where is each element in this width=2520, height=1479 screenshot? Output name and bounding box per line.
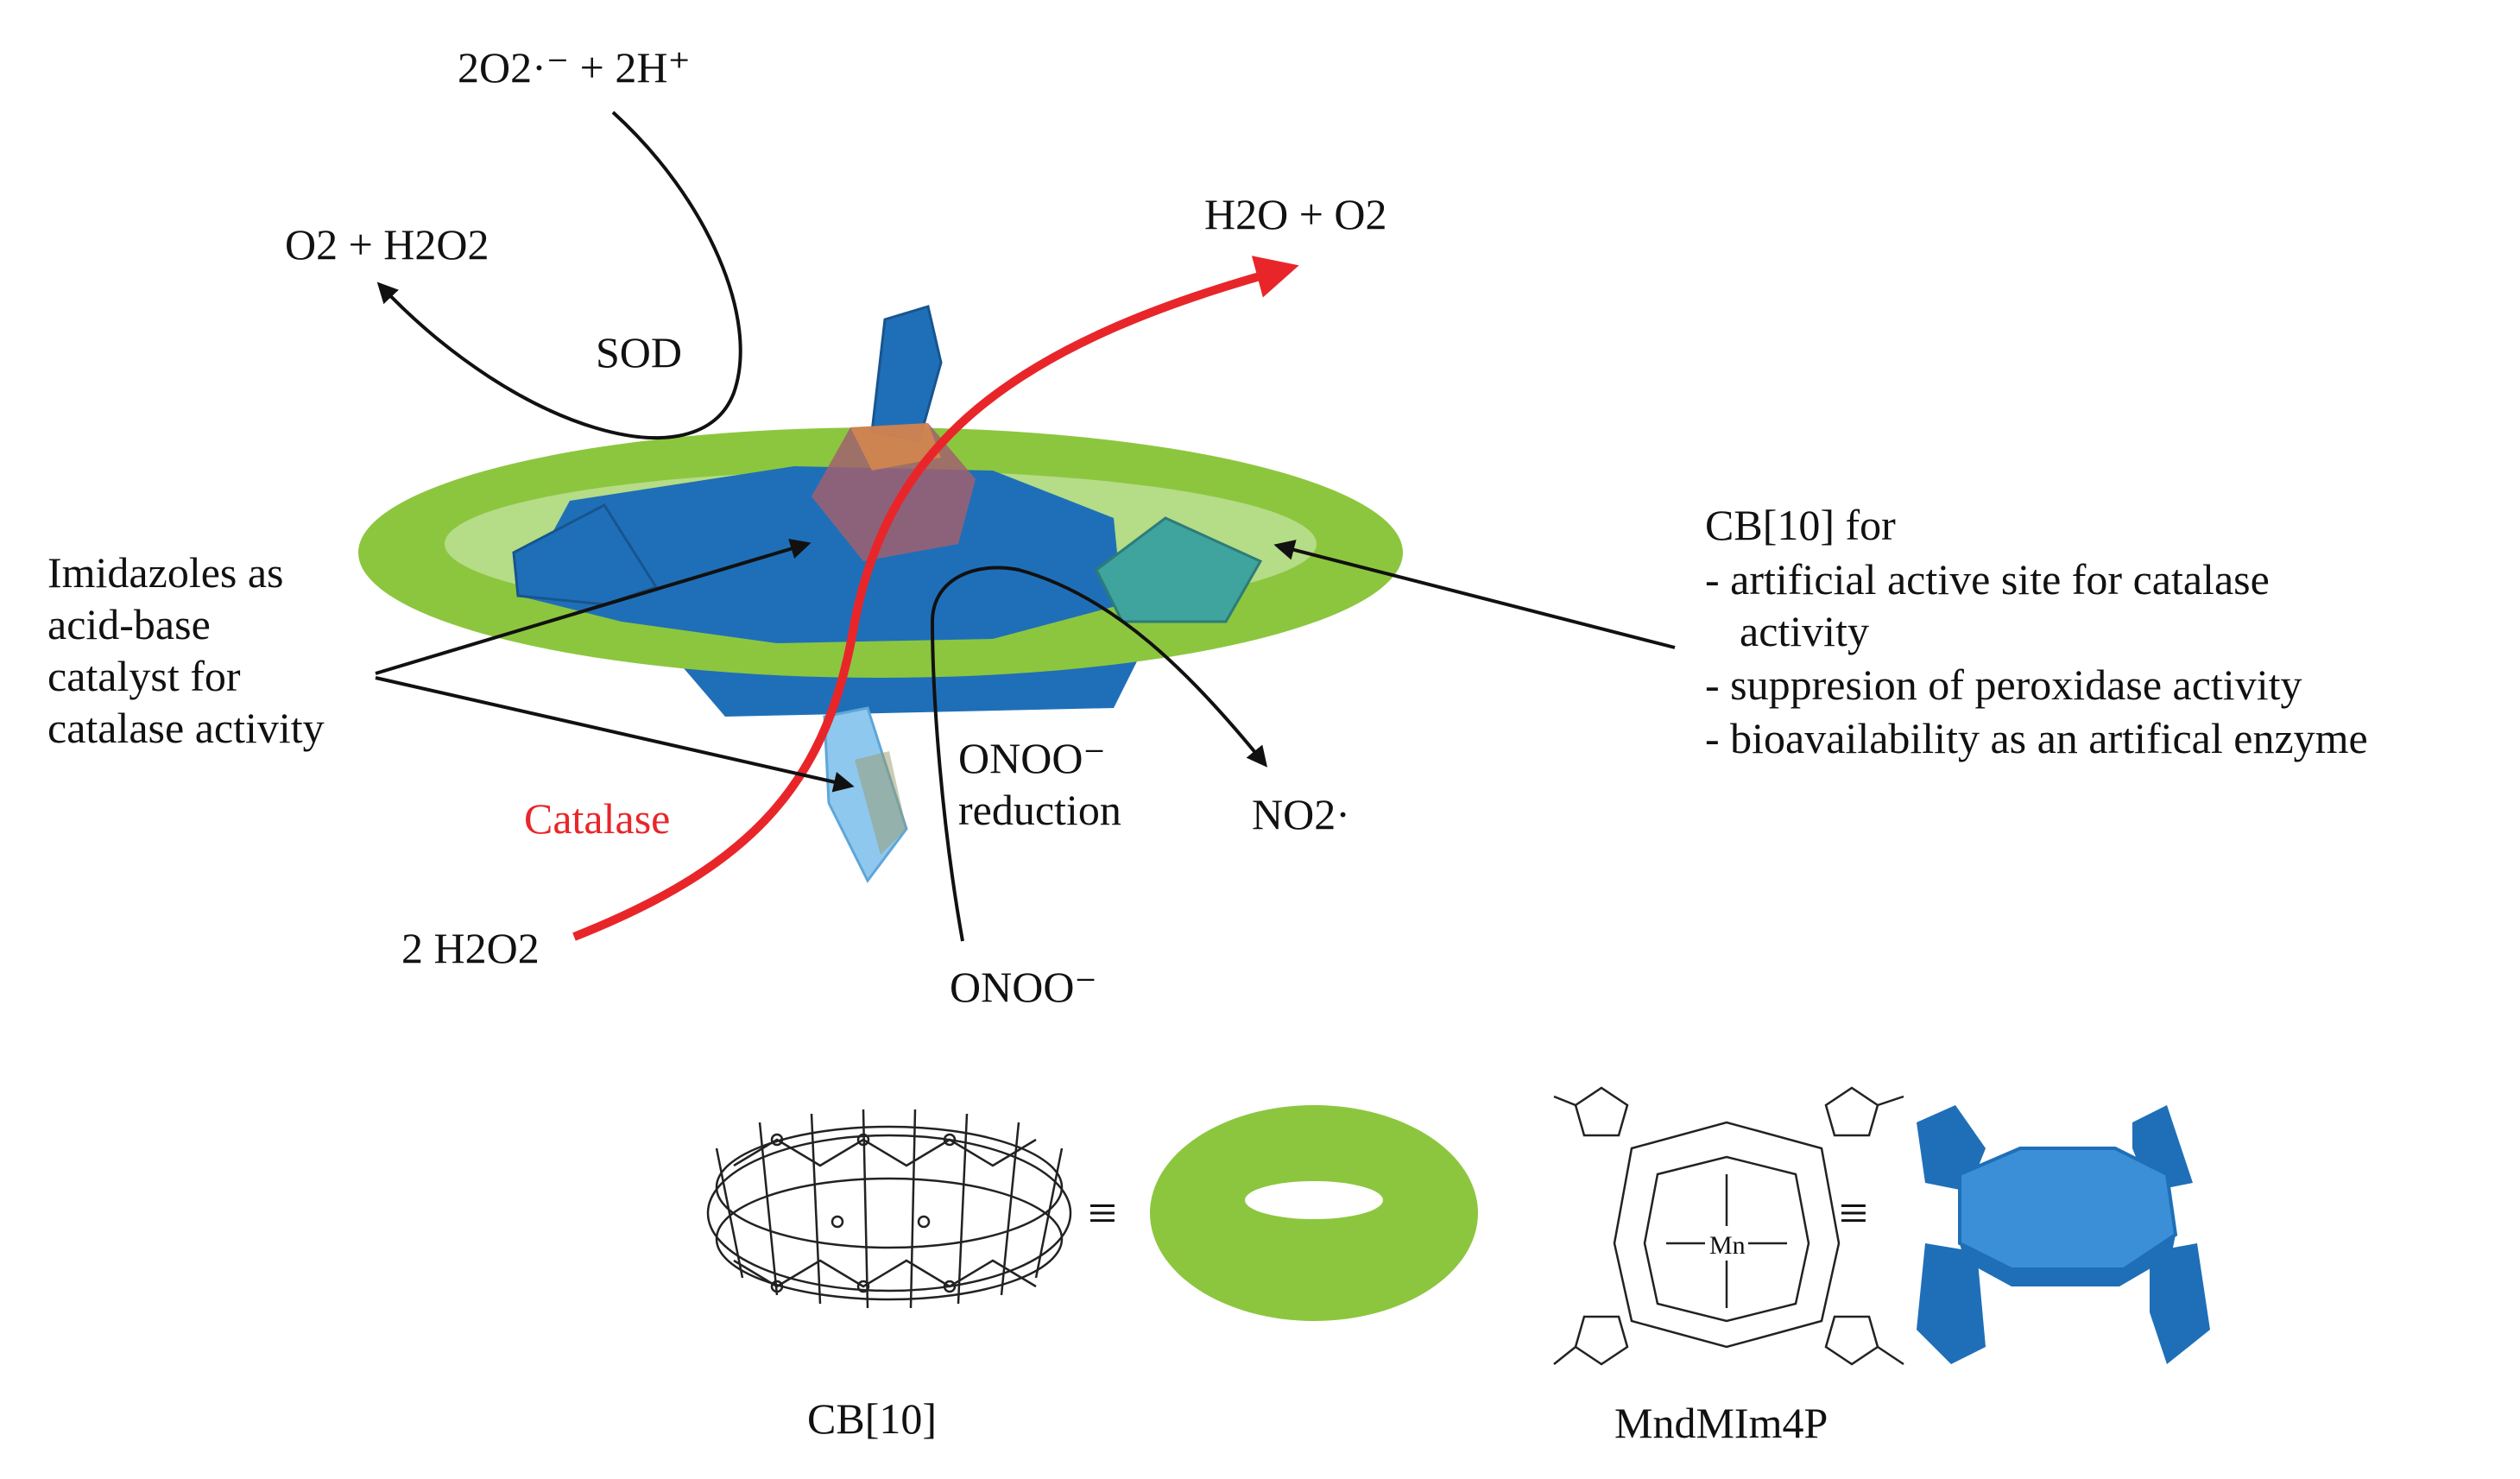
- imidazole-active-site-top: [850, 423, 941, 471]
- cb10-note-item: - bioavailability as an artifical enzyme: [1705, 714, 2368, 762]
- porphyrin-structure: [1553, 1086, 1904, 1366]
- sod-arrow: [376, 111, 742, 440]
- onoo-reduction-label-1: ONOO⁻: [958, 734, 1106, 782]
- porphyrin-metal-label: Mn: [1709, 1231, 1746, 1260]
- sod-label: SOD: [596, 328, 682, 376]
- cb10-note-item: activity: [1740, 607, 1869, 655]
- imidazole-pointer-upper: [375, 539, 812, 675]
- cb10-ring-front: [361, 561, 1400, 678]
- catalase-arrow: [572, 256, 1299, 941]
- superoxide-reactant-label: 2O2·⁻ + 2H⁺: [458, 43, 691, 92]
- onoo-reduction-label-2: reduction: [958, 786, 1121, 834]
- porphyrin-legend-label: MndMIm4P: [1614, 1399, 1828, 1447]
- catalase-label: Catalase: [524, 794, 670, 843]
- catalase-reactant-label: 2 H2O2: [401, 924, 540, 972]
- legend: ≡ Mn ≡: [706, 1086, 2210, 1447]
- cb10-note-item: - suppresion of peroxidase activity: [1705, 660, 2302, 709]
- main-assembly: [358, 305, 1403, 883]
- cb10-note: CB[10] for - artificial active site for …: [1705, 501, 2368, 762]
- imidazole-note-line: catalyst for: [47, 652, 241, 700]
- porphyrin-icon: [1917, 1105, 2210, 1364]
- no2-product-label: NO2·: [1252, 790, 1350, 838]
- onoo-arrow: [930, 566, 1268, 942]
- cb10-pointer: [1273, 540, 1676, 649]
- imidazole-pointer-lower: [375, 676, 855, 793]
- imidazole-note: Imidazoles as acid-base catalyst for cat…: [47, 548, 325, 752]
- imidazole-note-line: Imidazoles as: [47, 548, 284, 597]
- porphyrin-body: [518, 466, 1122, 643]
- cb10-note-item: - artificial active site for catalase: [1705, 555, 2270, 604]
- cb10-ring-icon: [1150, 1105, 1478, 1321]
- equiv-symbol-2: ≡: [1839, 1185, 1868, 1242]
- cb10-legend-label: CB[10]: [807, 1394, 937, 1443]
- imidazole-right-arm: [1095, 516, 1263, 623]
- imidazole-note-line: catalase activity: [47, 704, 325, 752]
- imidazole-lower-arm-overlay: [855, 751, 906, 855]
- equiv-symbol-1: ≡: [1088, 1185, 1117, 1242]
- imidazole-upper-arm: [870, 305, 943, 442]
- onoo-reactant-label: ONOO⁻: [950, 963, 1097, 1011]
- catalase-product-label: H2O + O2: [1204, 190, 1387, 238]
- cb10-note-title: CB[10] for: [1705, 501, 1896, 549]
- cb10-structure: [706, 1109, 1072, 1309]
- sod-product-label: O2 + H2O2: [285, 220, 489, 269]
- imidazole-note-line: acid-base: [47, 600, 211, 648]
